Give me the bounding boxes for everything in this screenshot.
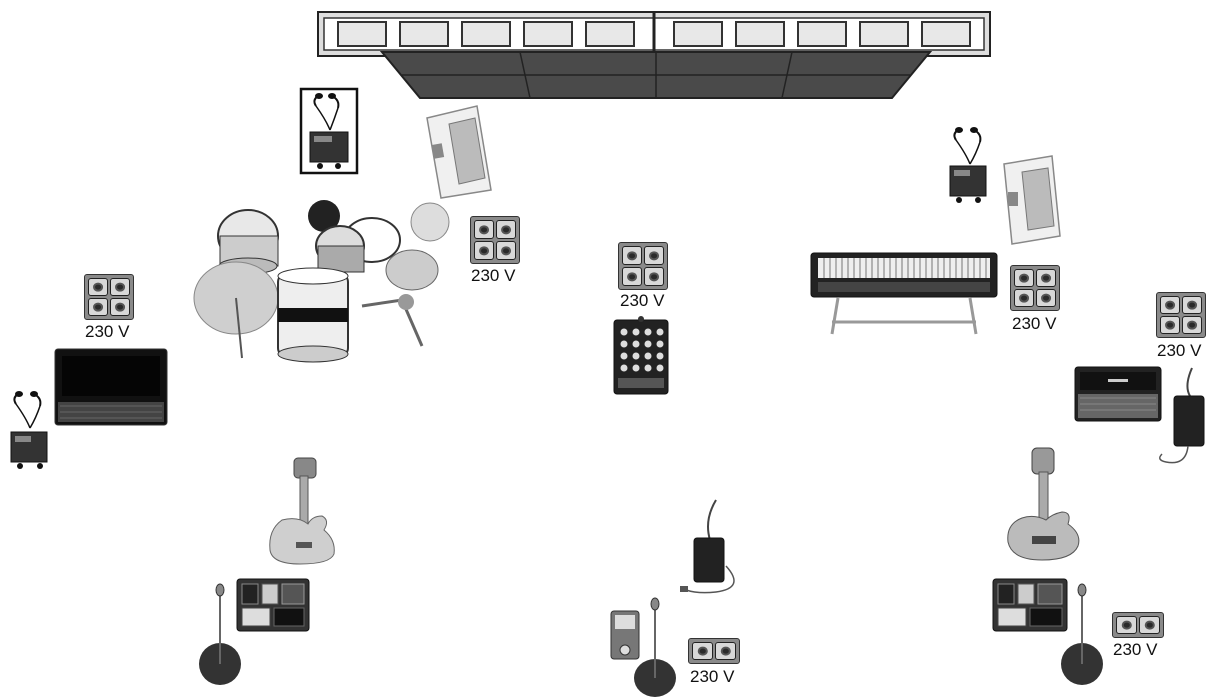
laptop-icon (425, 106, 493, 198)
pedalboard-icon (236, 578, 310, 632)
microphone-stand-icon (198, 584, 244, 686)
power-outlet-icon (618, 242, 668, 290)
guitar-amp-icon (1074, 366, 1162, 422)
truss-icon (318, 10, 990, 58)
power-label-keys: 230 V (1012, 314, 1056, 334)
in-ear-monitor-icon (948, 124, 990, 208)
microphone-stand-icon (1060, 584, 1106, 686)
power-label-right-amp: 230 V (1157, 341, 1201, 361)
in-ear-monitor-icon (8, 388, 52, 474)
electric-guitar-icon (1004, 446, 1084, 562)
led-wall-icon (382, 52, 930, 100)
power-outlet-icon (470, 216, 520, 264)
drum-kit-icon (192, 198, 454, 368)
in-ear-monitor-icon (300, 88, 358, 174)
bass-guitar-icon (262, 456, 342, 568)
guitar-amp-icon (54, 348, 168, 426)
pedalboard-icon (992, 578, 1068, 632)
power-outlet-icon (84, 274, 134, 320)
wireless-bodypack-icon (676, 496, 746, 604)
power-label-right-front: 230 V (1113, 640, 1157, 660)
power-outlet-icon (688, 638, 740, 664)
stage-box-icon (612, 316, 670, 396)
laptop-icon (1000, 156, 1062, 244)
power-label-center: 230 V (620, 291, 664, 311)
power-label-left-amp: 230 V (85, 322, 129, 342)
effect-pedal-icon (610, 610, 640, 660)
power-outlet-icon (1010, 265, 1060, 311)
power-outlet-icon (1156, 292, 1206, 338)
power-outlet-icon (1112, 612, 1164, 638)
wireless-bodypack-icon (1156, 366, 1210, 476)
keyboard-icon (810, 252, 998, 336)
power-label-drums: 230 V (471, 266, 515, 286)
power-label-center-front: 230 V (690, 667, 734, 687)
